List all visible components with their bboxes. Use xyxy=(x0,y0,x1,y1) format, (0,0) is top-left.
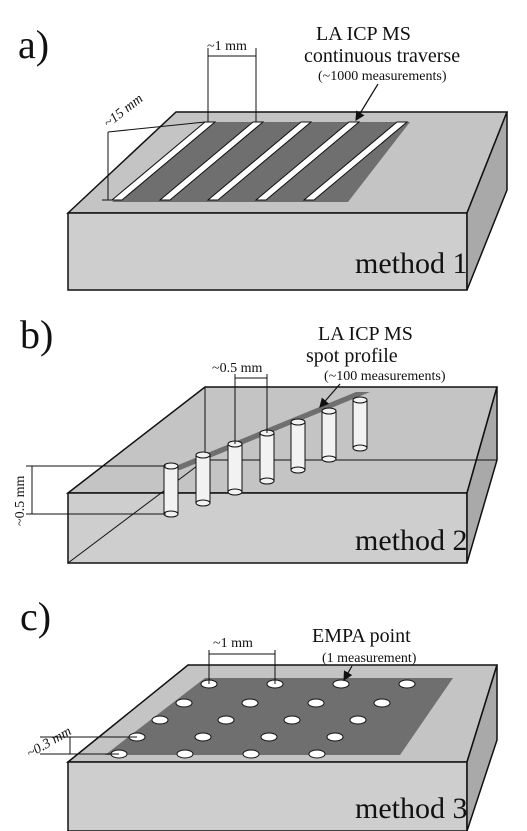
panel-b-dim-depth xyxy=(26,465,166,515)
panel-c-label-sub: (1 measurement) xyxy=(322,651,417,666)
panel-b-label-sub: (~100 measurements) xyxy=(324,369,446,384)
panel-a-label-sub: (~1000 measurements) xyxy=(318,69,447,84)
spot-cylinder xyxy=(259,429,275,485)
empa-point xyxy=(308,749,326,759)
spot-cylinder xyxy=(227,440,243,496)
panel-c-dim-row-label: ~0.3 mm xyxy=(25,724,75,761)
panel-c-grid-area xyxy=(105,678,453,755)
panel-b-dim-spacing xyxy=(234,374,268,444)
panel-a: a) ~1 mm ~15 mm LA ICP MS xyxy=(18,22,509,291)
empa-point xyxy=(241,698,259,708)
spot-cylinder xyxy=(163,462,179,518)
panel-b-pointer-arrow xyxy=(319,383,341,408)
panel-b-label-line1: LA ICP MS xyxy=(318,323,413,345)
empa-point xyxy=(260,732,278,742)
empa-point xyxy=(283,715,301,725)
spot-cylinder xyxy=(195,451,211,507)
empa-point xyxy=(175,698,193,708)
panel-c-dim-row xyxy=(40,736,137,755)
panel-a-method: method 1 xyxy=(355,247,468,280)
panel-a-side-face xyxy=(466,111,508,291)
panel-c-front-face xyxy=(67,761,468,831)
empa-point xyxy=(349,715,367,725)
traverse-line xyxy=(206,121,313,201)
panel-b-label-line2: spot profile xyxy=(306,345,398,367)
panel-b-letter: b) xyxy=(20,312,53,357)
panel-a-letter: a) xyxy=(18,22,49,67)
empa-point xyxy=(217,715,235,725)
panel-c-pointer-arrow xyxy=(343,665,353,682)
panel-b-spots xyxy=(163,396,368,518)
empa-point xyxy=(373,698,391,708)
empa-point xyxy=(194,732,212,742)
panel-c: c) xyxy=(20,594,499,831)
traverse-line xyxy=(302,121,409,201)
panel-a-label-line2: continuous traverse xyxy=(304,45,460,67)
panel-b: b) xyxy=(13,312,498,564)
panel-c-dim-spacing-label: ~1 mm xyxy=(213,636,253,651)
panel-a-label-line1: LA ICP MS xyxy=(316,23,411,45)
traverse-line xyxy=(254,121,361,201)
panel-c-letter: c) xyxy=(20,594,51,639)
empa-point xyxy=(242,749,260,759)
spot-cylinder xyxy=(352,396,368,452)
spot-cylinder xyxy=(321,407,337,463)
panel-b-hidden-edges xyxy=(67,387,497,564)
empa-point xyxy=(398,679,416,689)
panel-b-dim-spacing-label: ~0.5 mm xyxy=(212,361,262,376)
panel-a-dim-width xyxy=(207,48,257,122)
panel-b-top-face xyxy=(65,386,498,494)
panel-a-pointer-arrow xyxy=(355,83,379,122)
empa-point xyxy=(332,679,350,689)
panel-a-dim-length-label: ~15 mm xyxy=(101,91,146,131)
panel-a-dim-length xyxy=(102,121,206,201)
empa-point xyxy=(176,749,194,759)
empa-point xyxy=(151,715,169,725)
panel-a-traverse-lines xyxy=(110,121,409,201)
empa-point xyxy=(326,732,344,742)
panel-c-method: method 3 xyxy=(355,792,468,825)
empa-point xyxy=(307,698,325,708)
panel-c-dim-spacing xyxy=(208,650,276,684)
panel-c-label-line1: EMPA point xyxy=(312,625,411,647)
panel-c-side-face xyxy=(466,664,498,831)
traverse-line xyxy=(158,121,265,201)
traverse-line xyxy=(110,121,217,201)
panel-b-dim-depth-label: ~0.5 mm xyxy=(13,476,28,526)
panel-a-dim-width-label: ~1 mm xyxy=(207,39,247,54)
spot-cylinder xyxy=(290,418,306,474)
panel-b-method: method 2 xyxy=(355,524,468,557)
